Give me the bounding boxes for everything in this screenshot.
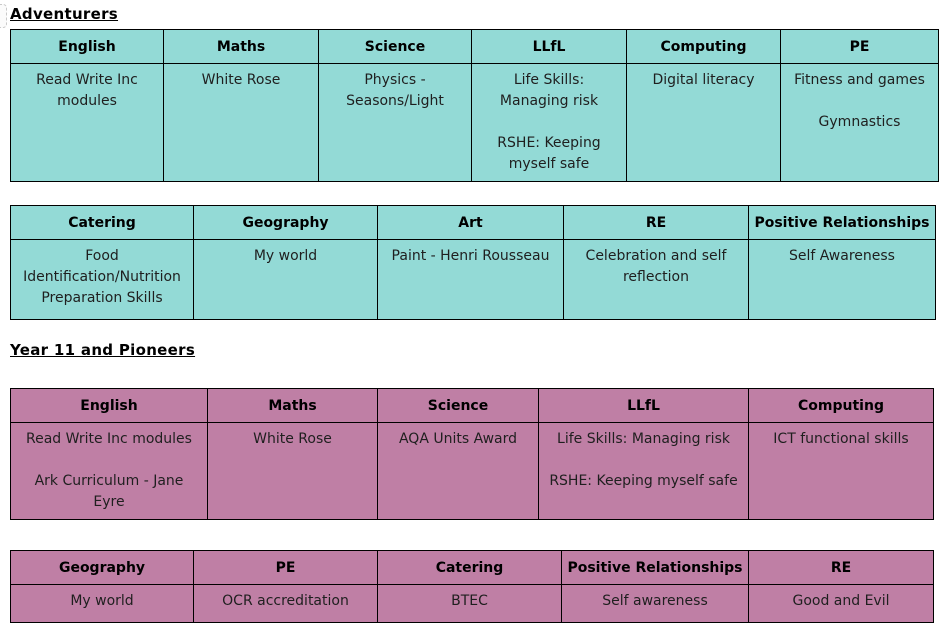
heading-adventurers: Adventurers [10, 5, 119, 23]
column-header-computing: Computing [748, 388, 934, 423]
adventurers-core-table: English Maths Science LLfL Computing PE … [10, 29, 939, 182]
column-header-positive-relationships: Positive Relationships [748, 205, 936, 240]
cell-english: Read Write Inc modules [10, 63, 164, 182]
cell-re: Celebration and self reflection [563, 239, 749, 320]
cell-text: Gymnastics [818, 114, 901, 130]
cell-catering: Food Identification/Nutrition Preparatio… [10, 239, 194, 320]
table-row: Read Write Inc modules Ark Curriculum - … [10, 422, 934, 520]
cell-geography: My world [10, 584, 194, 623]
column-header-art: Art [377, 205, 564, 240]
cell-geography: My world [193, 239, 378, 320]
cell-llfl: Life Skills: Managing risk RSHE: Keeping… [538, 422, 749, 520]
cell-text: RSHE: Keeping myself safe [497, 135, 601, 172]
column-header-geography: Geography [10, 550, 194, 585]
cell-text: Good and Evil [792, 593, 890, 609]
cell-text: OCR accreditation [222, 593, 349, 609]
cell-positive-relationships: Self awareness [561, 584, 749, 623]
column-header-re: RE [748, 550, 934, 585]
heading-year11-pioneers: Year 11 and Pioneers [10, 341, 196, 359]
cell-text: Life Skills: Managing risk [499, 72, 599, 109]
column-header-maths: Maths [163, 29, 319, 64]
cell-text: Read Write Inc modules [26, 431, 192, 447]
cell-text: Physics - Seasons/Light [346, 72, 444, 109]
cell-text: Celebration and self reflection [585, 248, 727, 285]
column-header-computing: Computing [626, 29, 781, 64]
cell-text: My world [253, 248, 318, 264]
cell-text: Self Awareness [789, 248, 895, 264]
cell-text: My world [70, 593, 134, 609]
drag-handle-icon[interactable] [0, 4, 7, 28]
cell-art: Paint - Henri Rousseau [377, 239, 564, 320]
cell-text: White Rose [201, 72, 281, 88]
cell-computing: ICT functional skills [748, 422, 934, 520]
cell-text: ICT functional skills [773, 431, 909, 447]
table-header-row: English Maths Science LLfL Computing [10, 388, 934, 423]
cell-llfl: Life Skills: Managing risk RSHE: Keeping… [471, 63, 627, 182]
cell-text: AQA Units Award [398, 431, 518, 447]
cell-text: White Rose [253, 431, 332, 447]
table-header-row: English Maths Science LLfL Computing PE [10, 29, 939, 64]
cell-text: Fitness and games [794, 72, 925, 88]
table-row: Food Identification/Nutrition Preparatio… [10, 239, 936, 320]
cell-text: Self awareness [602, 593, 708, 609]
cell-pe: Fitness and games Gymnastics [780, 63, 939, 182]
column-header-llfl: LLfL [471, 29, 627, 64]
cell-maths: White Rose [207, 422, 378, 520]
cell-pe: OCR accreditation [193, 584, 378, 623]
column-header-geography: Geography [193, 205, 378, 240]
column-header-positive-relationships: Positive Relationships [561, 550, 749, 585]
cell-text: Paint - Henri Rousseau [391, 248, 550, 264]
table-header-row: Geography PE Catering Positive Relations… [10, 550, 934, 585]
adventurers-foundation-table: Catering Geography Art RE Positive Relat… [10, 205, 936, 320]
cell-computing: Digital literacy [626, 63, 781, 182]
column-header-english: English [10, 388, 208, 423]
cell-maths: White Rose [163, 63, 319, 182]
year11-core-table: English Maths Science LLfL Computing Rea… [10, 388, 934, 520]
cell-english: Read Write Inc modules Ark Curriculum - … [10, 422, 208, 520]
column-header-pe: PE [780, 29, 939, 64]
cell-text: Read Write Inc modules [36, 72, 138, 109]
cell-science: Physics - Seasons/Light [318, 63, 472, 182]
table-row: Read Write Inc modules White Rose Physic… [10, 63, 939, 182]
cell-text: Digital literacy [652, 72, 755, 88]
cell-text: Food Identification/Nutrition Preparatio… [23, 248, 181, 306]
column-header-catering: Catering [377, 550, 562, 585]
column-header-llfl: LLfL [538, 388, 749, 423]
table-row: My world OCR accreditation BTEC Self awa… [10, 584, 934, 623]
cell-text: RSHE: Keeping myself safe [549, 473, 738, 489]
column-header-catering: Catering [10, 205, 194, 240]
cell-positive-relationships: Self Awareness [748, 239, 936, 320]
year11-foundation-table: Geography PE Catering Positive Relations… [10, 550, 934, 623]
cell-catering: BTEC [377, 584, 562, 623]
column-header-re: RE [563, 205, 749, 240]
column-header-science: Science [377, 388, 539, 423]
table-header-row: Catering Geography Art RE Positive Relat… [10, 205, 936, 240]
cell-text: BTEC [451, 593, 488, 609]
column-header-pe: PE [193, 550, 378, 585]
column-header-science: Science [318, 29, 472, 64]
column-header-maths: Maths [207, 388, 378, 423]
cell-re: Good and Evil [748, 584, 934, 623]
column-header-english: English [10, 29, 164, 64]
cell-science: AQA Units Award [377, 422, 539, 520]
cell-text: Life Skills: Managing risk [557, 431, 730, 447]
cell-text: Ark Curriculum - Jane Eyre [34, 473, 184, 510]
